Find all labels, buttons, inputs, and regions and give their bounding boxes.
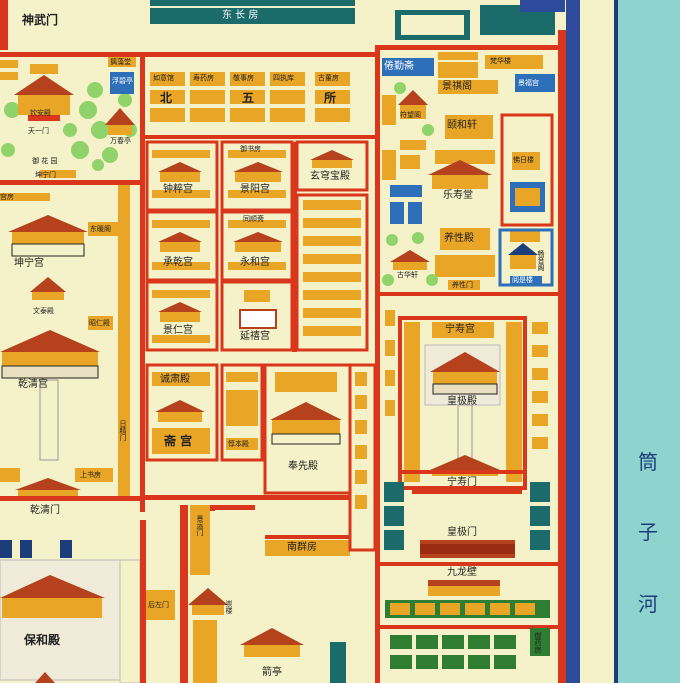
label-chengsudian: 诚肃殿: [160, 374, 190, 385]
dongchangfang-block: [150, 8, 355, 24]
label-qinandian: 钦安殿: [30, 109, 51, 117]
label-shoujunsuo: 寿药房: [193, 74, 214, 82]
label-gaisuo: 宫房: [0, 193, 14, 201]
label-jiulongbi: 九龙壁: [447, 567, 477, 578]
label-yangxingmen: 养性门: [452, 281, 473, 289]
label-wu: 五: [242, 91, 255, 105]
label-suo: 所: [324, 91, 337, 105]
label-fuxingzhai: 符望阁: [400, 111, 421, 119]
label-xizhanggong: 惇本殿: [228, 440, 249, 448]
label-juanqinzhai: 倦勤斋: [384, 61, 414, 72]
label-qianqinggong: 乾清宫: [18, 379, 48, 390]
label-houzuomen: 后左门: [148, 601, 169, 609]
label-jingfugong: 景福宫: [518, 79, 539, 87]
label-ruyiguan: 如意馆: [153, 74, 174, 82]
label-zhaotangzi: 摛藻堂: [110, 58, 131, 66]
label-tianyimen: 天一门: [28, 127, 49, 135]
label-river-2: 子: [638, 520, 658, 544]
label-yuhuayuan: 御 花 园: [32, 157, 58, 165]
label-huangjimen: 皇极门: [447, 527, 477, 538]
label-tongshunzhai: 同顺斋: [243, 215, 264, 223]
label-ningshougong: 宁寿宫: [445, 324, 475, 335]
label-river-1: 筒: [638, 450, 658, 474]
label-shenwumen: 神武门: [22, 13, 59, 27]
label-zhaigong: 斋 宫: [164, 434, 193, 448]
label-wentaidian: 文泰殿: [33, 307, 54, 315]
label-jingyunmen: 景运门: [196, 515, 204, 536]
label-guchengfang: 古董房: [318, 74, 339, 82]
label-zhongcuigong: 钟粹宫: [163, 184, 193, 195]
label-guhuaxuan: 古华轩: [397, 271, 418, 279]
label-leshoutang: 乐寿堂: [443, 190, 473, 201]
label-jingyanggong: 景阳宫: [240, 184, 270, 195]
label-ningshoumen: 宁寿门: [447, 477, 477, 488]
label-yihexuan: 颐和轩: [447, 120, 477, 131]
label-changyinge: 畅音阁: [537, 250, 545, 271]
label-nanqunfang: 南群房: [287, 542, 317, 553]
label-fochuang: 佛日楼: [513, 156, 534, 164]
label-bei: 北: [160, 91, 173, 105]
label-dongnuange: 东暖阁: [90, 225, 111, 233]
label-jingqige: 景祺阁: [442, 81, 472, 92]
label-yushufang: 御书房: [240, 145, 261, 153]
label-jianting: 箭亭: [262, 667, 282, 678]
label-jingrengong: 景仁宫: [163, 325, 193, 336]
label-chengqiangong: 承乾宫: [163, 257, 193, 268]
moat: [617, 0, 680, 683]
label-fubiting: 浮碧亭: [112, 77, 133, 85]
label-river-3: 河: [638, 592, 658, 616]
label-huangjidian: 皇极殿: [447, 396, 477, 407]
label-baohedian: 保和殿: [24, 633, 61, 647]
label-chonglou: 崇楼: [225, 600, 233, 614]
label-dongchangfang: 东 长 房: [222, 10, 259, 21]
label-kunningmen: 坤宁门: [35, 171, 56, 179]
north-wall: [0, 0, 120, 30]
label-shangshufang: 上书房: [80, 471, 101, 479]
label-kunninggong: 坤宁宫: [14, 258, 44, 269]
label-zhaorendian: 昭仁殿: [89, 319, 110, 327]
label-sizhifang: 四执库: [273, 74, 294, 82]
label-yuesheng: 阅是楼: [512, 276, 533, 284]
label-yonghegong: 永和宫: [240, 257, 270, 268]
label-fengxiandian: 奉先殿: [288, 461, 318, 472]
label-xuanqiongbaodian: 玄穹宝殿: [310, 171, 350, 182]
label-yanxigong: 延禧宫: [240, 331, 270, 342]
label-fanhuamen: 梵华楼: [490, 57, 511, 65]
label-qianqingmen: 乾清门: [30, 505, 60, 516]
label-yunao: 御药房: [534, 632, 542, 653]
label-rijingmen: 日精门: [119, 420, 127, 441]
east-outer-wall: [566, 0, 580, 683]
label-wanchunting: 万春亭: [110, 137, 131, 145]
label-jingshiyuan: 敬事房: [233, 74, 254, 82]
label-yangxingdian: 养性殿: [444, 233, 474, 244]
